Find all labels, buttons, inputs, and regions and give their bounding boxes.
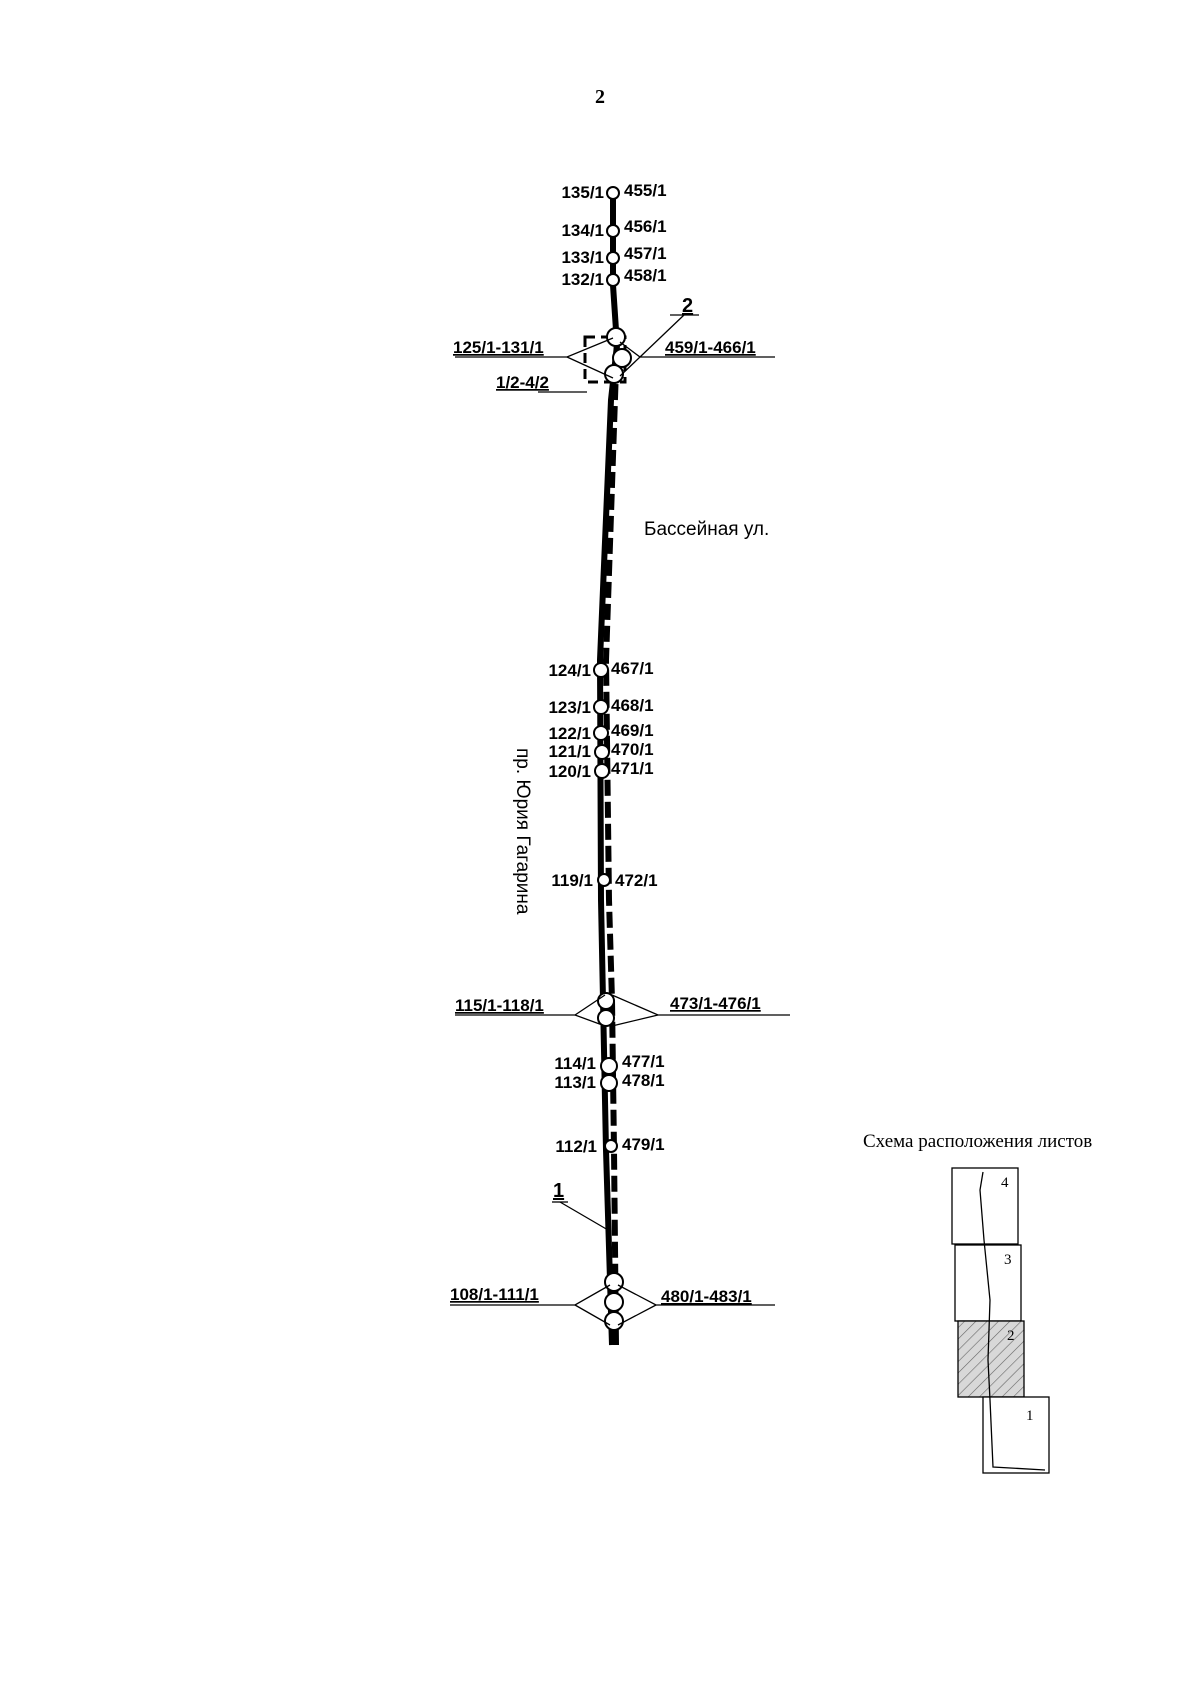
street-name-basseinaya: Бассейная ул. xyxy=(644,519,769,540)
point-marker xyxy=(593,662,609,678)
point-label: 478/1 xyxy=(622,1071,665,1090)
point-label: 458/1 xyxy=(624,266,667,285)
sheet-frame-1 xyxy=(982,1396,1050,1474)
point-marker xyxy=(597,873,611,887)
point-label: 112/1 xyxy=(555,1137,597,1156)
point-label: 467/1 xyxy=(611,659,654,678)
point-label: 119/1 xyxy=(551,871,593,890)
node-marker-label: 2 xyxy=(682,295,693,317)
sheet-scheme: Схема расположения листов 4 3 2 1 xyxy=(863,1131,1092,1474)
point-marker xyxy=(606,251,620,265)
point-label: 135/1 xyxy=(561,183,604,202)
point-labels: 135/1 455/1 134/1 456/1 133/1 457/1 132/… xyxy=(548,181,666,1156)
line-marker-label: 1 xyxy=(553,1180,564,1202)
point-marker xyxy=(612,348,632,368)
point-label: 133/1 xyxy=(561,248,604,267)
point-marker xyxy=(604,364,624,384)
callout-lines xyxy=(450,314,790,1326)
route-line-dashed xyxy=(602,339,620,1346)
point-label: 114/1 xyxy=(554,1054,596,1073)
point-label: 132/1 xyxy=(561,270,604,289)
point-label: 457/1 xyxy=(624,244,667,263)
sheet-frame-4 xyxy=(951,1167,1019,1245)
sheet-number: 3 xyxy=(1004,1252,1012,1268)
range-label: 473/1-476/1 xyxy=(670,994,761,1013)
point-marker xyxy=(604,1292,624,1312)
point-label: 456/1 xyxy=(624,217,667,236)
point-marker xyxy=(606,186,620,200)
range-label: 480/1-483/1 xyxy=(661,1287,752,1306)
sheet-frame-2-current xyxy=(957,1320,1025,1398)
scheme-title: Схема расположения листов xyxy=(863,1131,1092,1152)
point-marker xyxy=(606,273,620,287)
range-label: 115/1-118/1 xyxy=(455,996,544,1015)
point-label: 120/1 xyxy=(548,762,591,781)
node-boundary xyxy=(583,335,627,384)
point-marker xyxy=(604,1311,624,1331)
point-marker xyxy=(604,1139,618,1153)
point-marker xyxy=(593,725,609,741)
point-label: 122/1 xyxy=(548,724,591,743)
point-label: 477/1 xyxy=(622,1052,665,1071)
point-marker xyxy=(593,699,609,715)
range-label: 108/1-111/1 xyxy=(450,1285,539,1304)
point-marker xyxy=(606,327,626,347)
point-marker xyxy=(594,763,610,779)
point-label: 469/1 xyxy=(611,721,654,740)
sheet-number: 1 xyxy=(1026,1408,1034,1424)
point-marker xyxy=(597,992,615,1010)
page-number: 2 xyxy=(595,86,605,108)
range-labels: 125/1-131/1 459/1-466/1 1/2-4/2 115/1-11… xyxy=(450,338,761,1306)
scheme-route-line xyxy=(979,1171,1046,1471)
range-label: 125/1-131/1 xyxy=(453,338,544,357)
range-label: 1/2-4/2 xyxy=(496,373,549,392)
point-label: 472/1 xyxy=(615,871,658,890)
street-name-gagarin: пр. Юрия Гагарина xyxy=(512,748,533,915)
point-marker xyxy=(606,224,620,238)
point-label: 479/1 xyxy=(622,1135,665,1154)
sheet-number: 4 xyxy=(1001,1175,1009,1191)
route-line-solid xyxy=(596,192,621,1346)
point-label: 121/1 xyxy=(548,742,591,761)
point-label: 468/1 xyxy=(611,696,654,715)
point-label: 113/1 xyxy=(554,1073,596,1092)
range-label: 459/1-466/1 xyxy=(665,338,756,357)
sheet-number: 2 xyxy=(1007,1328,1015,1344)
point-label: 124/1 xyxy=(548,661,591,680)
point-label: 471/1 xyxy=(611,759,654,778)
point-marker xyxy=(594,744,610,760)
point-label: 470/1 xyxy=(611,740,654,759)
point-label: 455/1 xyxy=(624,181,667,200)
point-marker xyxy=(600,1057,618,1075)
point-marker xyxy=(600,1074,618,1092)
point-marker xyxy=(597,1009,615,1027)
point-label: 123/1 xyxy=(548,698,591,717)
point-label: 134/1 xyxy=(561,221,604,240)
point-marker xyxy=(604,1272,624,1292)
